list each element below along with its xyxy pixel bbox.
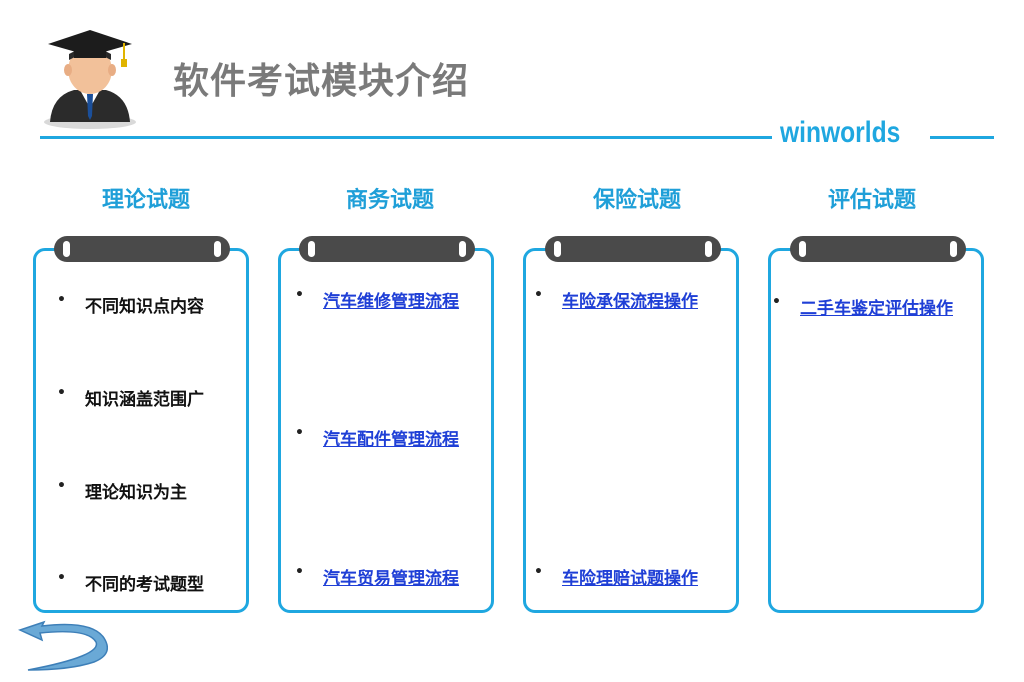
column-title-appraisal: 评估试题	[827, 188, 916, 213]
column-title-theory: 理论试题	[101, 188, 190, 213]
header-rule-right	[930, 136, 994, 139]
clip-icon	[54, 236, 230, 262]
graduate-avatar-icon	[44, 30, 136, 129]
clip-icon	[299, 236, 475, 262]
column-title-business: 商务试题	[345, 188, 434, 213]
column-title-insurance: 保险试题	[592, 188, 681, 213]
page-title: 软件考试模块介绍	[173, 61, 470, 102]
brand-logo-text: winworlds	[780, 116, 901, 149]
card-theory	[33, 248, 249, 613]
header-rule-left	[40, 136, 772, 139]
card-appraisal	[768, 248, 984, 613]
back-arrow-icon[interactable]	[18, 612, 108, 678]
card-insurance	[523, 248, 739, 613]
card-business	[278, 248, 494, 613]
clip-icon	[545, 236, 721, 262]
clip-icon	[790, 236, 966, 262]
